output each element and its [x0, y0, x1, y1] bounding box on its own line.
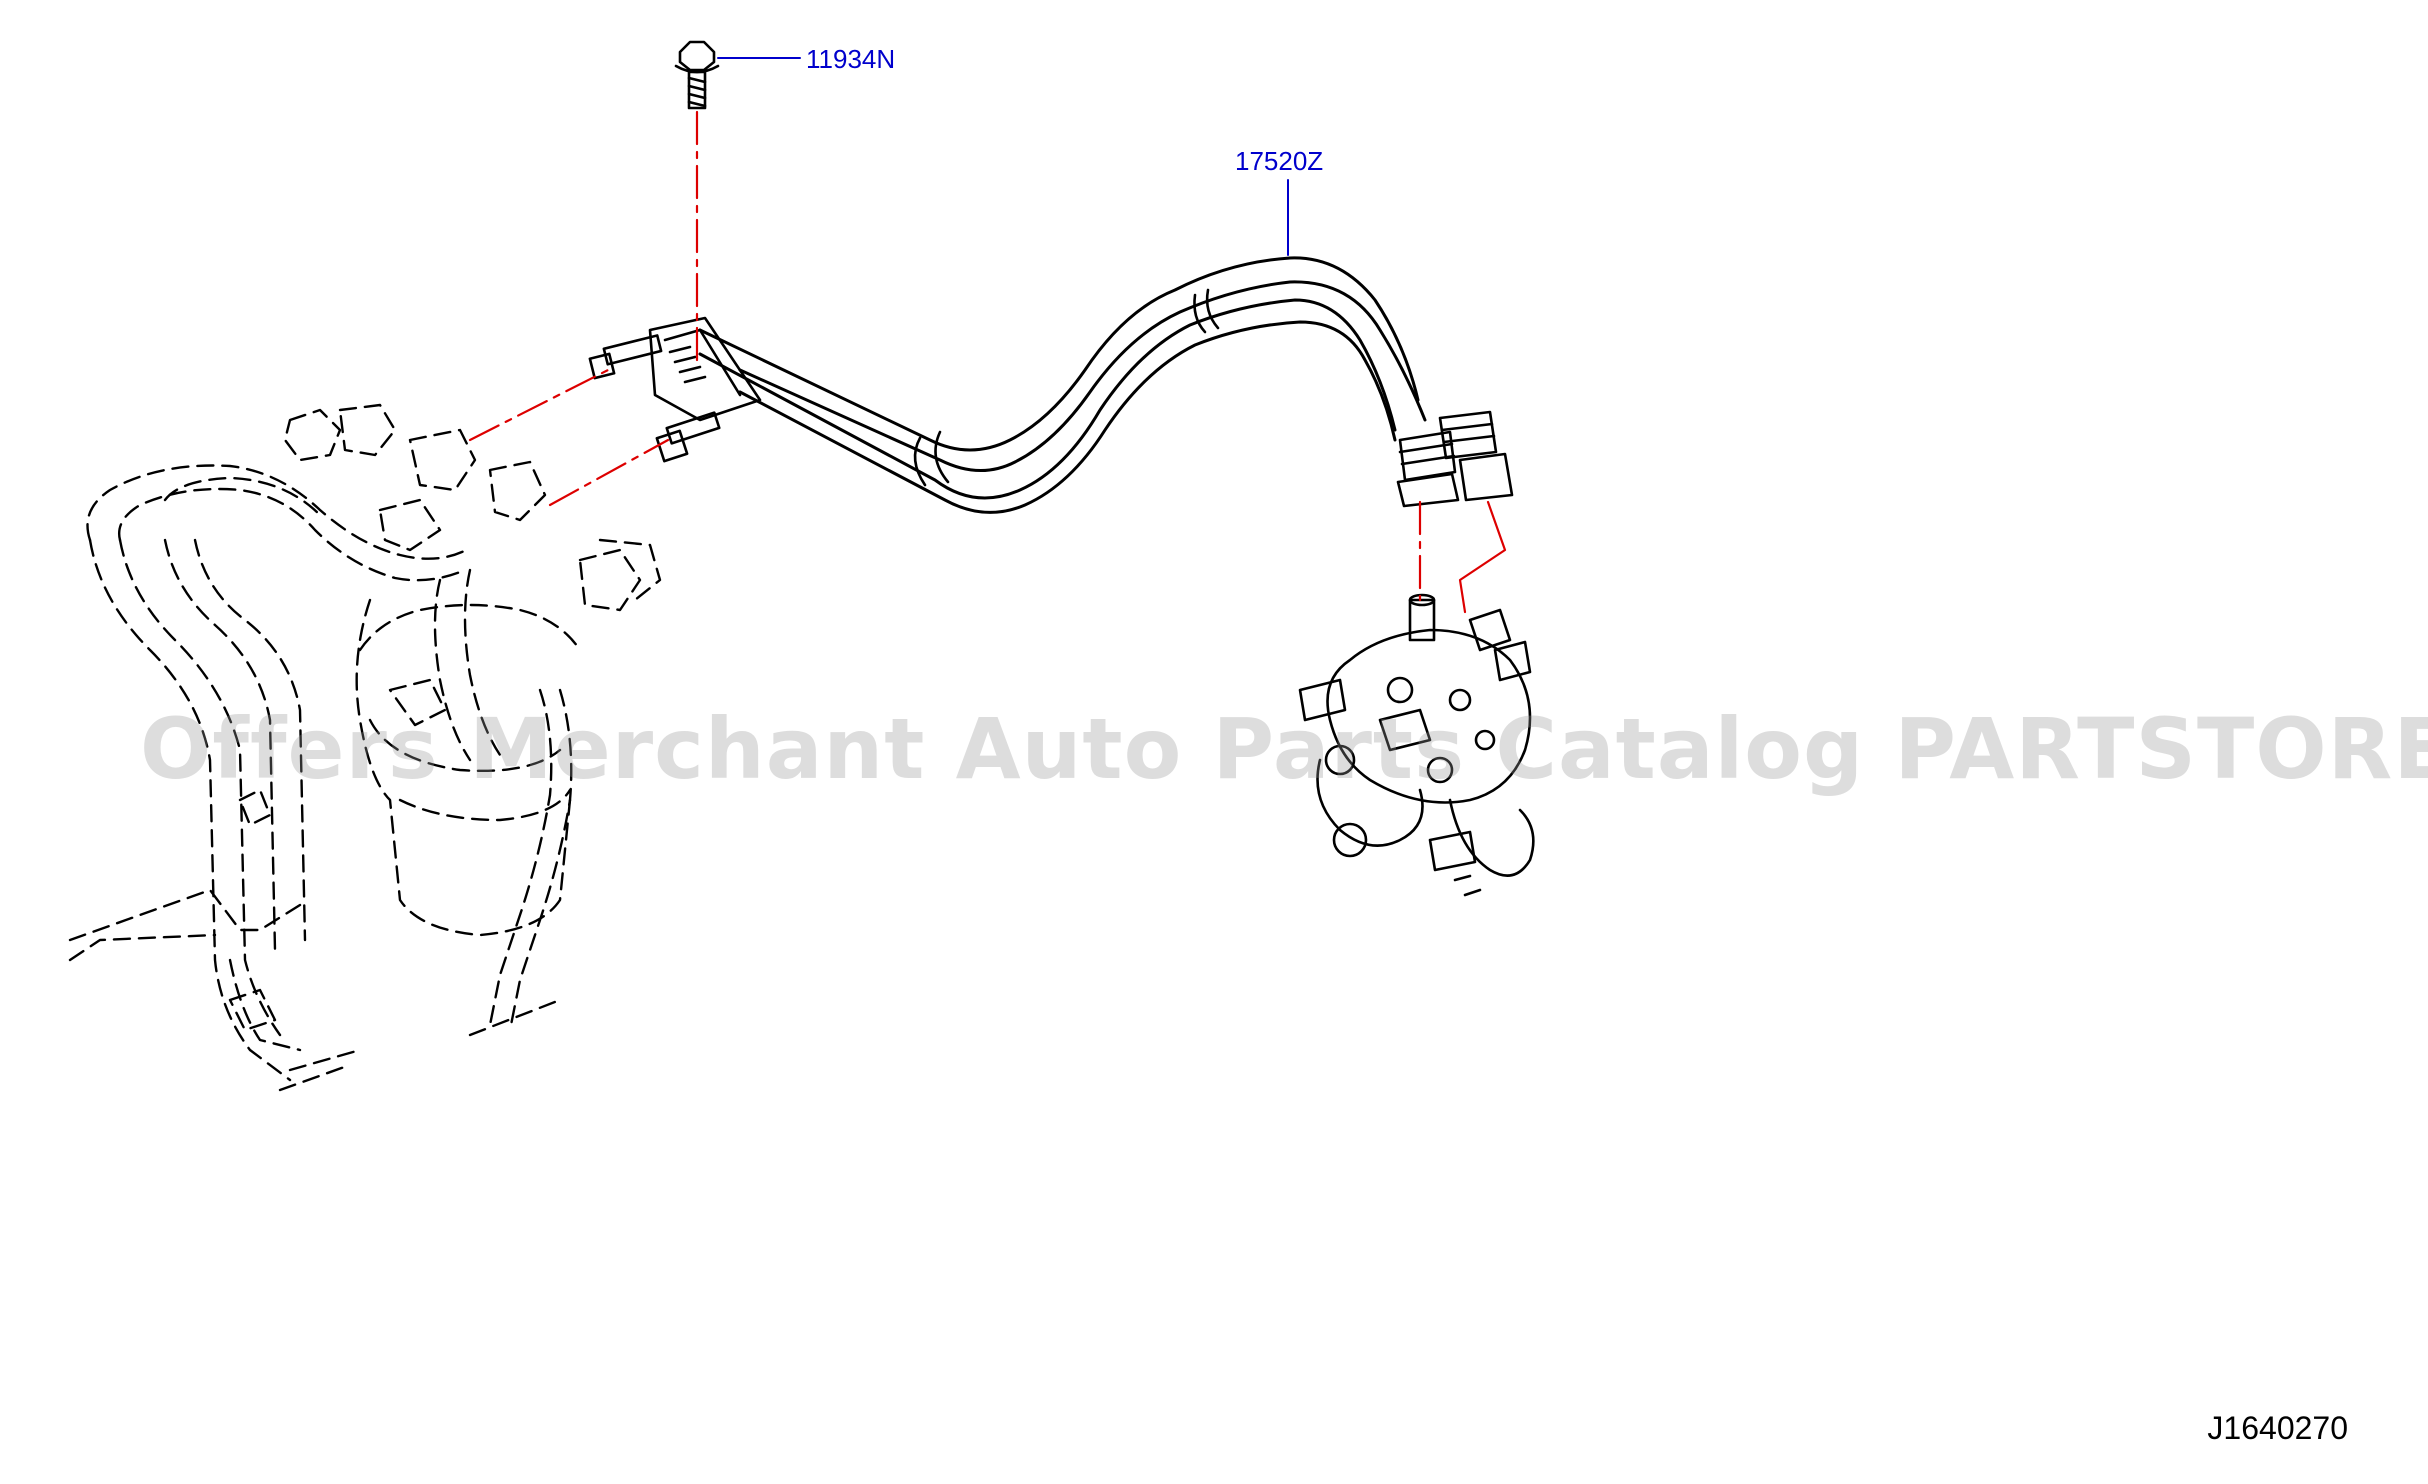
callout-leaders — [717, 57, 1289, 256]
callout-17520z[interactable]: 17520Z — [1235, 146, 1323, 177]
callout-17520z-label: 17520Z — [1235, 146, 1324, 176]
callout-11934n[interactable]: 11934N — [806, 44, 895, 75]
alignment-line-right — [1458, 500, 1507, 614]
fuel-tube-assembly[interactable] — [588, 256, 1514, 514]
phantom-engine-components — [68, 403, 662, 1092]
fuel-pump — [1298, 593, 1535, 897]
callout-11934n-label: 11934N — [806, 44, 896, 74]
bolt-part[interactable] — [674, 40, 720, 110]
drawing-id: J1640270 — [2207, 1410, 2348, 1446]
watermark-text: Offers Merchant Auto Parts Catalog PARTS… — [140, 700, 2428, 798]
alignment-centerlines — [468, 110, 1422, 602]
